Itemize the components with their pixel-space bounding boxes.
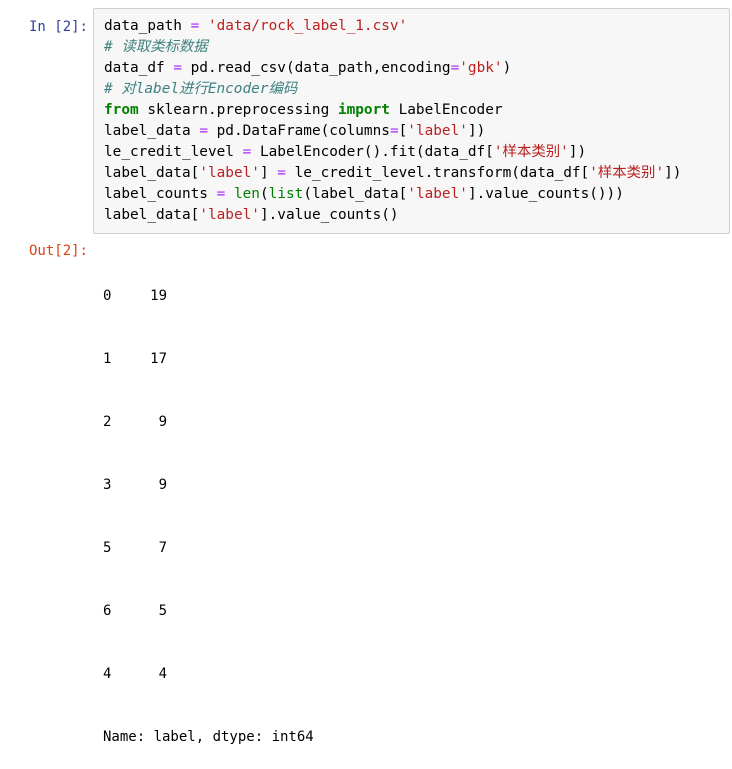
code-cell-input[interactable]: data_path = 'data/rock_label_1.csv' # 读取… bbox=[93, 8, 730, 234]
input-prompt: In [2]: bbox=[28, 19, 88, 35]
output-prompt: Out[2]: bbox=[28, 243, 88, 259]
code-line: from sklearn.preprocessing import LabelE… bbox=[104, 102, 503, 118]
code-line: le_credit_level = LabelEncoder().fit(dat… bbox=[104, 144, 587, 160]
code-comment: # 读取类标数据 bbox=[104, 39, 208, 55]
code-line: data_df = pd.read_csv(data_path,encoding… bbox=[104, 60, 512, 76]
code-line: label_data['label'] = le_credit_level.tr… bbox=[104, 165, 682, 181]
code-line: label_counts = len(list(label_data['labe… bbox=[104, 186, 624, 202]
code-line: data_path = 'data/rock_label_1.csv' bbox=[104, 18, 408, 34]
code-line: label_data = pd.DataFrame(columns=['labe… bbox=[104, 123, 486, 139]
code-line: label_data['label'].value_counts() bbox=[104, 207, 399, 223]
code-comment: # 对label进行Encoder编码 bbox=[104, 81, 298, 97]
output-footer: Name: label, dtype: int64 bbox=[103, 729, 314, 745]
